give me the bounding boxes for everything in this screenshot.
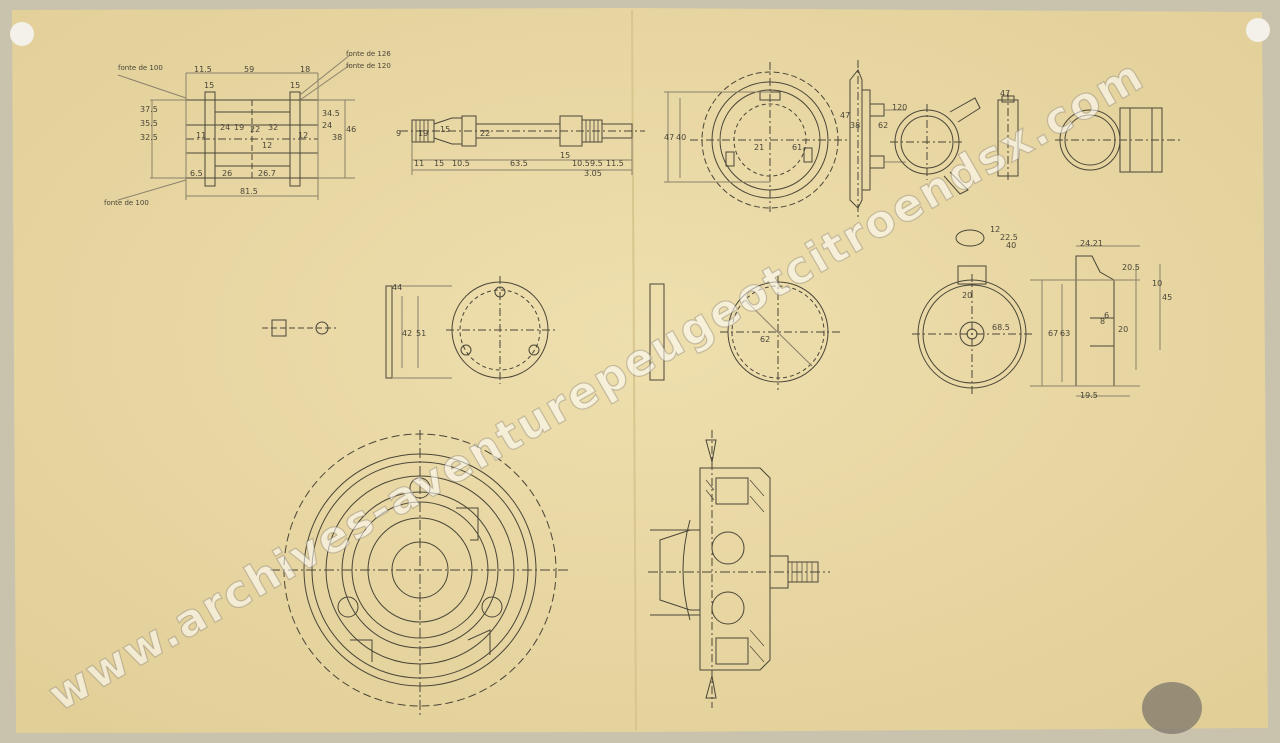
- dimension-value: 120: [892, 103, 907, 112]
- dimension-value: 15: [290, 81, 300, 90]
- dimension-value: 22: [480, 129, 490, 138]
- dimension-value: 12: [990, 225, 1000, 234]
- dimension-value: 22: [250, 125, 260, 134]
- view-g-drum: [912, 229, 1161, 397]
- dimension-value: 59: [244, 65, 254, 74]
- dimension-value: 68.5: [992, 323, 1010, 332]
- dimension-value: 62: [878, 121, 888, 130]
- dimension-value: 19.5: [1080, 391, 1098, 400]
- dimension-value: 11.5: [606, 159, 624, 168]
- dimension-value: 15: [560, 151, 570, 160]
- dimension-value: 11: [196, 131, 206, 140]
- dimension-value: 6.5: [190, 169, 203, 178]
- dimension-value: 47: [1000, 89, 1010, 98]
- dimension-value: 32: [268, 123, 278, 132]
- dimension-value: 15: [204, 81, 214, 90]
- dimension-value: 63.5: [510, 159, 528, 168]
- dimension-value: 38: [332, 133, 342, 142]
- dimension-value: 10.5: [452, 159, 470, 168]
- view-f-disc: [649, 276, 842, 390]
- dimension-value: 24.21: [1080, 239, 1103, 248]
- dimension-value: 12: [262, 141, 272, 150]
- dimension-value: 45: [1162, 293, 1172, 302]
- dimension-value: 40: [676, 133, 686, 142]
- dimension-value: 61: [792, 143, 802, 152]
- dimension-value: 12: [298, 131, 308, 140]
- dimension-value: 40: [1006, 241, 1016, 250]
- dimension-value: 47: [840, 111, 850, 120]
- dimension-value: 20: [962, 291, 972, 300]
- dimension-value: 62: [760, 335, 770, 344]
- dimension-value: 20.5: [1122, 263, 1140, 272]
- dimension-value: 18: [300, 65, 310, 74]
- dimension-value: 10: [1152, 279, 1162, 288]
- dimension-value: 44: [392, 283, 402, 292]
- dimension-value: 8: [1100, 317, 1105, 326]
- dimension-value: 22.5: [1000, 233, 1018, 242]
- dimension-value: 38: [850, 121, 860, 130]
- dimension-value: 10.5: [572, 159, 590, 168]
- dimension-value: 81.5: [240, 187, 258, 196]
- dimension-value: 32.5: [140, 133, 158, 142]
- dimension-value: 11: [414, 159, 424, 168]
- dimension-value: 19: [234, 123, 244, 132]
- dimension-value: 34.5: [322, 109, 340, 118]
- view-d-clip-ring: [890, 92, 1180, 195]
- note-label: fonte de 120: [346, 62, 391, 70]
- view-a-hub-section: [117, 54, 355, 201]
- dimension-value: 15: [440, 125, 450, 134]
- dimension-value: 19: [418, 129, 428, 138]
- dimension-value: 24: [220, 123, 230, 132]
- dimension-value: 46: [346, 125, 356, 134]
- note-label: fonte de 100: [118, 64, 163, 72]
- dimension-value: 63: [1060, 329, 1070, 338]
- corner-hole: [10, 22, 34, 46]
- dimension-value: 20: [1118, 325, 1128, 334]
- dimension-value: 15: [434, 159, 444, 168]
- dimension-value: 9.5: [590, 159, 603, 168]
- dimension-value: 9: [396, 129, 401, 138]
- view-b-shaft: [400, 115, 645, 175]
- dimension-value: 26: [222, 169, 232, 178]
- paper-sheet: [12, 8, 1268, 733]
- note-label: fonte de 126: [346, 50, 391, 58]
- dimension-labels: fonte de 126 fonte de 120 fonte de 100 f…: [104, 50, 391, 207]
- dimension-value: 67: [1048, 329, 1058, 338]
- view-i-assembly-section: [648, 430, 830, 708]
- dimension-value: 26.7: [258, 169, 276, 178]
- ink-smudge: [1142, 682, 1202, 734]
- dimension-value: 42: [402, 329, 412, 338]
- note-label: fonte de 100: [104, 199, 149, 207]
- paper-fold: [631, 9, 637, 731]
- dimension-value: 6: [1104, 311, 1109, 320]
- dimension-value: 51: [416, 329, 426, 338]
- view-e-plate: [262, 276, 556, 384]
- dimension-value: 24: [322, 121, 332, 130]
- dimension-value: 37.5: [140, 105, 158, 114]
- dimension-value: 35.5: [140, 119, 158, 128]
- dimension-value: 11.5: [194, 65, 212, 74]
- corner-hole: [1246, 18, 1270, 42]
- view-h-assembly-front: [270, 430, 570, 715]
- dimension-value: 21: [754, 143, 764, 152]
- dimension-value: 3.05: [584, 169, 602, 178]
- view-c-flange-disc: [664, 60, 906, 218]
- dimension-value: 47: [664, 133, 674, 142]
